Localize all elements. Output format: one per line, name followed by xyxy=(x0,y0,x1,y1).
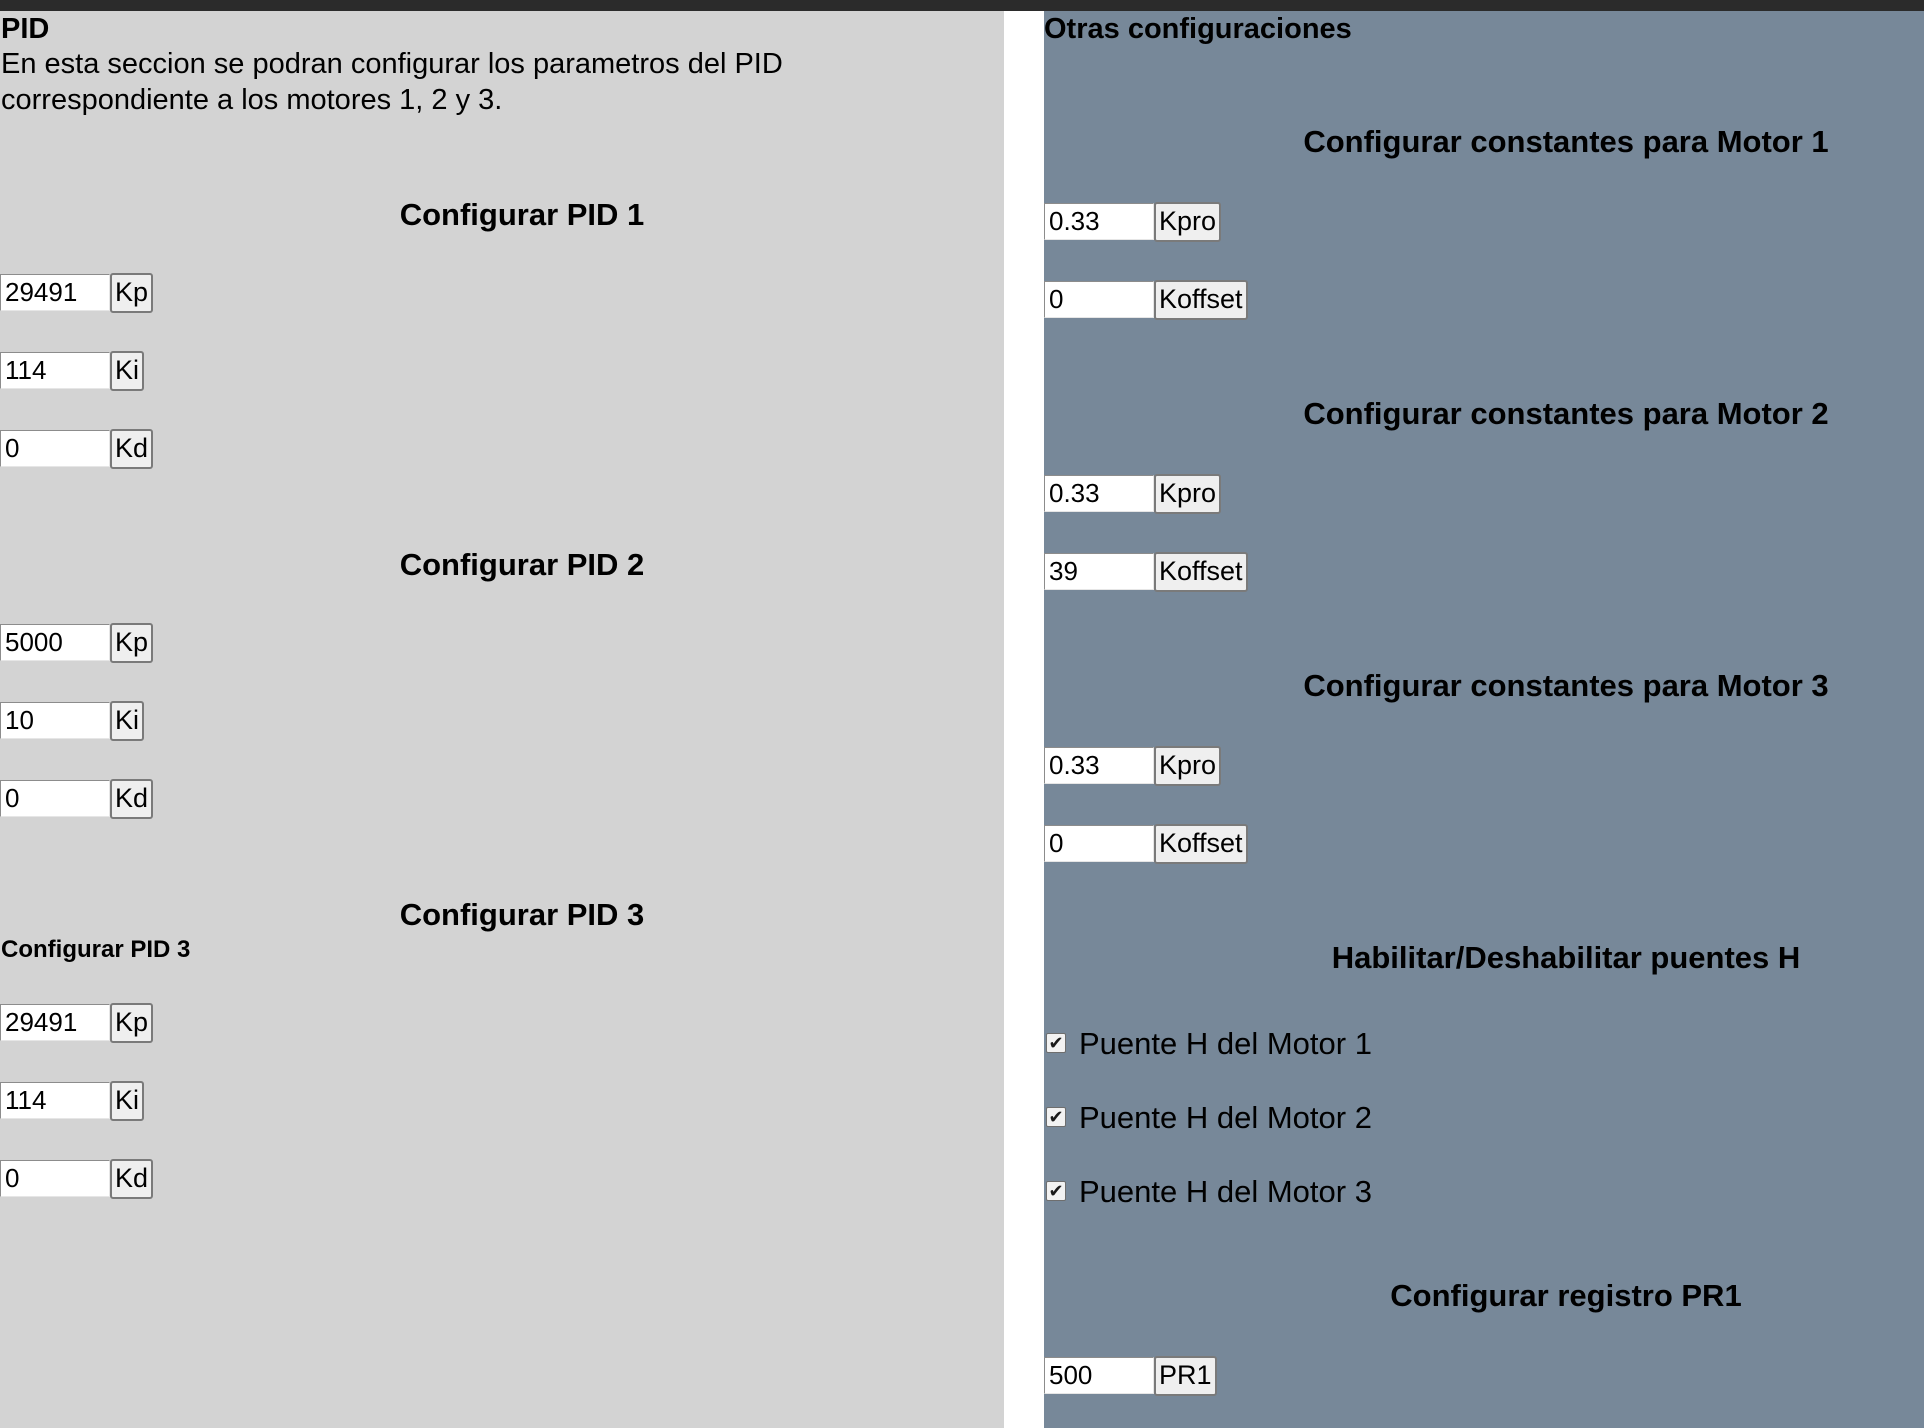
pid1-kp-button[interactable]: Kp xyxy=(110,273,154,313)
pid3-kp-button[interactable]: Kp xyxy=(110,1003,154,1043)
h-bridge-motor2-label: Puente H del Motor 2 xyxy=(1079,1100,1372,1135)
motor2-heading: Configurar constantes para Motor 2 xyxy=(1303,396,1829,431)
motor2-koffset-input[interactable]: 39 xyxy=(1044,553,1154,590)
pid1-ki-input[interactable]: 114 xyxy=(0,352,110,389)
pr1-heading: Configurar registro PR1 xyxy=(1390,1278,1742,1313)
pid1-kp-input[interactable]: 29491 xyxy=(0,274,110,311)
motor1-kpro-button[interactable]: Kpro xyxy=(1154,202,1222,242)
h-bridge-motor3-checkbox[interactable]: ✔ xyxy=(1046,1181,1066,1201)
pid-panel: PID En esta seccion se podran configurar… xyxy=(0,11,1004,1428)
motor2-kpro-input[interactable]: 0.33 xyxy=(1044,475,1154,512)
other-settings-title: Otras configuraciones xyxy=(1044,13,1352,45)
motor1-koffset-button[interactable]: Koffset xyxy=(1154,280,1248,320)
pr1-input[interactable]: 500 xyxy=(1044,1357,1154,1394)
pid2-ki-input[interactable]: 10 xyxy=(0,702,110,739)
motor3-koffset-button[interactable]: Koffset xyxy=(1154,824,1248,864)
pid3-kp-input[interactable]: 29491 xyxy=(0,1004,110,1041)
motor3-kpro-button[interactable]: Kpro xyxy=(1154,746,1222,786)
pid2-kp-input[interactable]: 5000 xyxy=(0,624,110,661)
h-bridge-motor1-label: Puente H del Motor 1 xyxy=(1079,1026,1372,1061)
motor1-koffset-input[interactable]: 0 xyxy=(1044,281,1154,318)
pid3-ki-button[interactable]: Ki xyxy=(110,1081,145,1121)
h-bridge-motor2-checkbox[interactable]: ✔ xyxy=(1046,1107,1066,1127)
h-bridges-heading: Habilitar/Deshabilitar puentes H xyxy=(1331,940,1801,975)
pid-description: En esta seccion se podran configurar los… xyxy=(1,48,783,116)
window-top-bar xyxy=(0,0,1924,11)
pid1-kd-input[interactable]: 0 xyxy=(0,430,110,467)
pid2-kd-button[interactable]: Kd xyxy=(110,779,154,819)
pid1-kd-button[interactable]: Kd xyxy=(110,429,154,469)
motor3-koffset-input[interactable]: 0 xyxy=(1044,825,1154,862)
pid1-ki-button[interactable]: Ki xyxy=(110,351,145,391)
column-gap xyxy=(1004,11,1044,1428)
pid2-kp-button[interactable]: Kp xyxy=(110,623,154,663)
motor3-heading: Configurar constantes para Motor 3 xyxy=(1303,668,1829,703)
motor1-kpro-input[interactable]: 0.33 xyxy=(1044,203,1154,240)
pid-title: PID xyxy=(1,13,50,45)
pid3-kd-input[interactable]: 0 xyxy=(0,1160,110,1197)
pid3-subheading: Configurar PID 3 xyxy=(1,936,191,963)
pid1-heading: Configurar PID 1 xyxy=(399,197,645,232)
h-bridge-motor1-checkbox[interactable]: ✔ xyxy=(1046,1033,1066,1053)
pid3-heading: Configurar PID 3 xyxy=(399,897,645,932)
h-bridge-motor3-label: Puente H del Motor 3 xyxy=(1079,1174,1372,1209)
motor2-kpro-button[interactable]: Kpro xyxy=(1154,474,1222,514)
pid3-kd-button[interactable]: Kd xyxy=(110,1159,154,1199)
pid2-kd-input[interactable]: 0 xyxy=(0,780,110,817)
pid2-ki-button[interactable]: Ki xyxy=(110,701,145,741)
pid3-ki-input[interactable]: 114 xyxy=(0,1082,110,1119)
motor3-kpro-input[interactable]: 0.33 xyxy=(1044,747,1154,784)
motor1-heading: Configurar constantes para Motor 1 xyxy=(1303,124,1829,159)
pid2-heading: Configurar PID 2 xyxy=(399,547,645,582)
pr1-button[interactable]: PR1 xyxy=(1154,1356,1217,1396)
other-settings-panel: Otras configuraciones Configurar constan… xyxy=(1044,11,1924,1428)
motor2-koffset-button[interactable]: Koffset xyxy=(1154,552,1248,592)
